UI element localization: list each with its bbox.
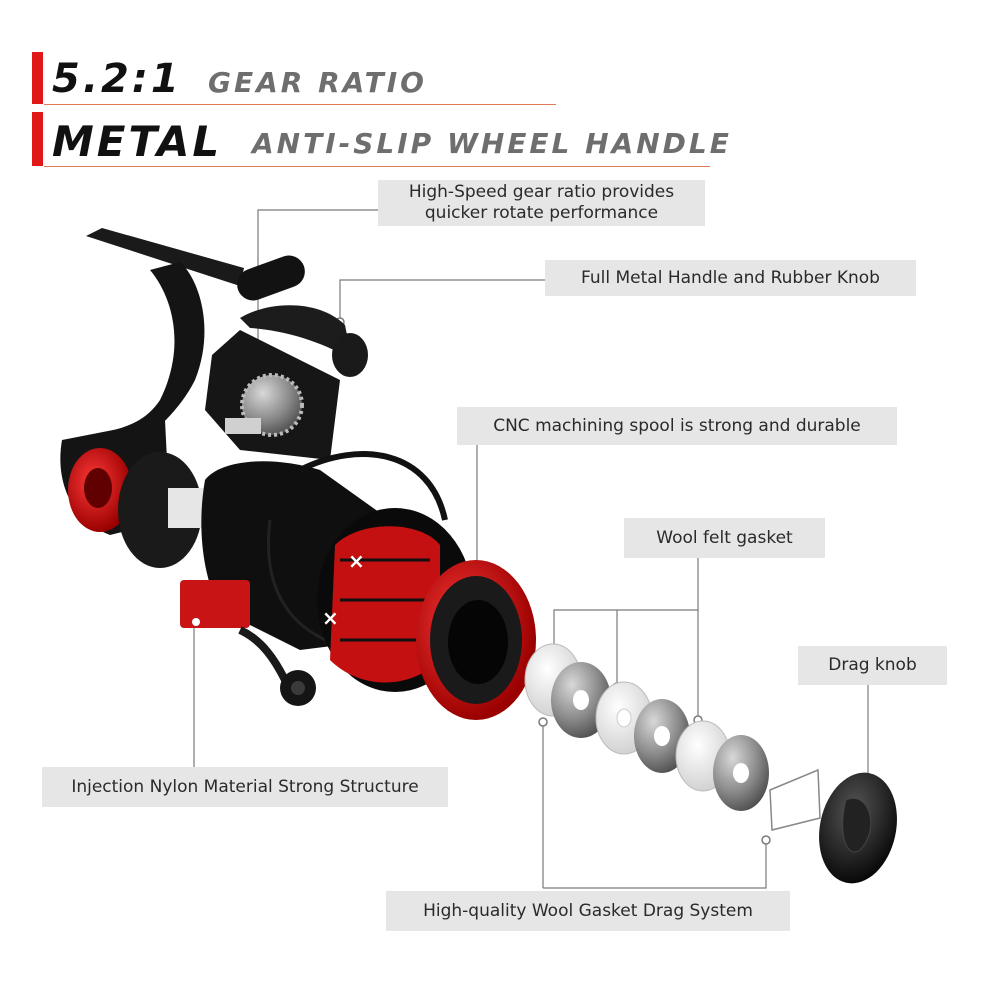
callout-handle: Full Metal Handle and Rubber Knob (545, 260, 916, 296)
callout-nylon: Injection Nylon Material Strong Structur… (42, 767, 448, 807)
callout-gear-ratio: High-Speed gear ratio provides quicker r… (378, 180, 705, 226)
callout-wool-felt: Wool felt gasket (624, 518, 825, 558)
material-value: METAL (52, 117, 223, 166)
callout-drag-system: High-quality Wool Gasket Drag System (386, 891, 790, 931)
callout-spool: CNC machining spool is strong and durabl… (457, 407, 897, 445)
header-divider-2 (44, 166, 710, 167)
svg-text:×: × (322, 606, 339, 630)
reel-spool: × × (317, 508, 536, 720)
callout-drag-knob: Drag knob (798, 646, 947, 685)
drag-washers (524, 643, 769, 811)
gear-ratio-value: 5.2:1 (52, 56, 182, 102)
drag-knob-part (819, 772, 897, 884)
header-divider-1 (44, 104, 556, 105)
handle-feature-label: ANTI-SLIP WHEEL HANDLE (252, 127, 732, 160)
spring-clip (769, 768, 821, 831)
svg-text:×: × (348, 549, 365, 573)
gear-ratio-label: GEAR RATIO (208, 66, 427, 99)
reel-handle (205, 255, 368, 460)
reel-rotor (60, 420, 210, 568)
header-accent-bar-2 (32, 112, 43, 166)
header-accent-bar-1 (32, 52, 43, 104)
